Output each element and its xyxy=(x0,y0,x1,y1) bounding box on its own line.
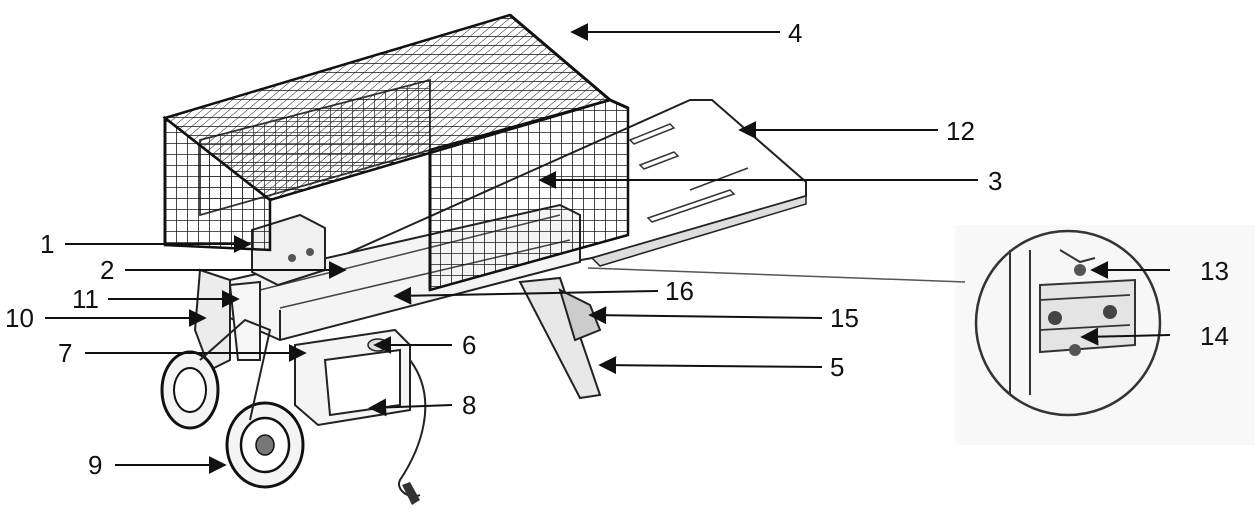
callout-label-1: 1 xyxy=(40,229,54,259)
callout-arrow-15 xyxy=(588,306,823,325)
callout-label-6: 6 xyxy=(462,330,476,360)
callout-label-15: 15 xyxy=(830,303,859,333)
callout-arrow-14 xyxy=(1080,327,1171,346)
callout-arrows xyxy=(45,23,1171,474)
callout-arrow-5 xyxy=(598,356,823,375)
detail-inset xyxy=(955,225,1255,445)
callout-label-16: 16 xyxy=(665,276,694,306)
motor-housing xyxy=(294,328,427,505)
callout-label-12: 12 xyxy=(946,116,975,146)
support-leg xyxy=(518,276,602,400)
callout-arrow-8 xyxy=(368,398,453,417)
rear-wheel xyxy=(160,350,220,430)
table-slots xyxy=(628,123,749,223)
inset-leader-line xyxy=(587,267,966,283)
callout-label-14: 14 xyxy=(1200,321,1229,351)
callout-label-5: 5 xyxy=(830,352,844,382)
callout-labels: 1 2 3 4 5 6 7 8 9 10 11 12 13 14 15 16 xyxy=(5,18,1229,480)
front-wheel xyxy=(225,401,305,489)
callout-label-11: 11 xyxy=(72,284,99,314)
mesh-guard xyxy=(162,13,630,292)
callout-label-9: 9 xyxy=(88,450,102,480)
callout-label-8: 8 xyxy=(462,390,476,420)
callout-label-2: 2 xyxy=(100,255,114,285)
callout-label-4: 4 xyxy=(788,18,802,48)
callout-label-3: 3 xyxy=(988,166,1002,196)
callout-label-10: 10 xyxy=(5,303,34,333)
wheels xyxy=(160,318,305,489)
callout-arrow-16 xyxy=(393,286,659,305)
callout-label-13: 13 xyxy=(1200,256,1229,286)
callout-label-7: 7 xyxy=(58,338,72,368)
